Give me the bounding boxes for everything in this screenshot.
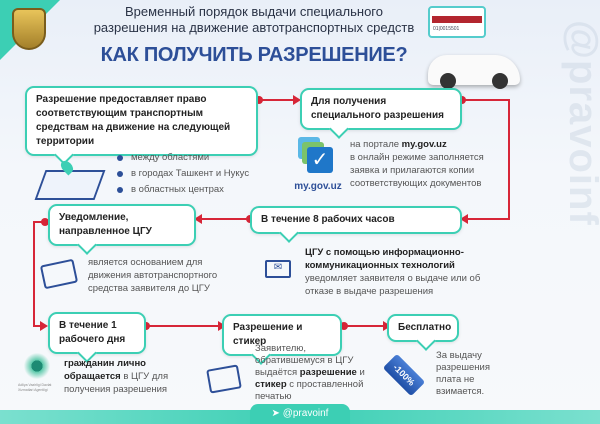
- connector-arrow: [460, 214, 468, 224]
- connector-line: [465, 218, 510, 220]
- list-item: между областями: [115, 150, 249, 166]
- agency-logo-text: Adliya Vazirligi Davlat Xizmatlari Agent…: [18, 383, 52, 392]
- step4-text: является основанием для движения автотра…: [88, 257, 218, 294]
- connector-dot: [142, 322, 150, 330]
- list-item: в областных центрах: [115, 182, 249, 198]
- connector-line: [33, 221, 35, 326]
- telegram-handle[interactable]: ➤ @pravoinf: [250, 404, 350, 424]
- connector-line: [145, 325, 220, 327]
- connector-line: [258, 99, 295, 101]
- step3-text: ЦГУ с помощью информационно-коммуникацио…: [305, 247, 481, 297]
- telegram-icon: ➤: [271, 408, 283, 419]
- connector-line: [345, 325, 385, 327]
- connector-dot: [458, 96, 466, 104]
- car-image: [428, 55, 520, 89]
- connector-line: [33, 325, 41, 327]
- mygov-logo-text: my.gov.uz: [294, 181, 342, 192]
- connector-dot: [41, 218, 49, 226]
- map-icon: [34, 170, 106, 200]
- step7-text: За выдачу разрешения плата не взимается.: [436, 350, 490, 397]
- step5-box: В течение 1 рабочего дня: [48, 312, 146, 354]
- step4-box: Уведомление, направленное ЦГУ: [48, 204, 196, 246]
- connector-line: [508, 99, 510, 219]
- envelope-phone-icon: ✉: [265, 260, 291, 278]
- step7-box: Бесплатно: [387, 314, 459, 342]
- checkmark-icon: ✓: [307, 147, 333, 173]
- watermark: @pravoinf: [561, 20, 600, 226]
- stamped-document-icon: [206, 364, 242, 394]
- agency-logo-icon: [20, 352, 54, 380]
- connector-line: [462, 99, 510, 101]
- connector-arrow: [293, 95, 301, 105]
- sticker-image: 01|0015501: [428, 6, 486, 38]
- list-item: в городах Ташкент и Нукус: [115, 166, 249, 182]
- territory-list: между областями в городах Ташкент и Нуку…: [115, 150, 249, 198]
- main-heading: КАК ПОЛУЧИТЬ РАЗРЕШЕНИЕ?: [100, 44, 408, 66]
- step6-box: Разрешение и стикер: [222, 314, 342, 356]
- connector-line: [200, 218, 250, 220]
- connector-dot: [255, 96, 263, 104]
- step2-box: Для получения специального разрешения: [300, 88, 462, 130]
- connector-arrow: [194, 214, 202, 224]
- price-tag-icon: -100%: [382, 353, 426, 397]
- step1-box: Разрешение предоставляет право соответст…: [25, 86, 258, 156]
- step5-text: гражданин лично обращается в ЦГУ для пол…: [64, 358, 169, 395]
- mygov-logo-icon: ✓: [295, 137, 340, 177]
- emblem-icon: [12, 8, 46, 50]
- step3-box: В течение 8 рабочих часов: [250, 206, 462, 234]
- id-card-icon: [39, 258, 79, 290]
- step6-text: Заявителю, обратившемуся в ЦГУ выдаётся …: [255, 343, 365, 402]
- connector-dot: [340, 322, 348, 330]
- connector-arrow: [40, 321, 48, 331]
- connector-line: [33, 221, 45, 223]
